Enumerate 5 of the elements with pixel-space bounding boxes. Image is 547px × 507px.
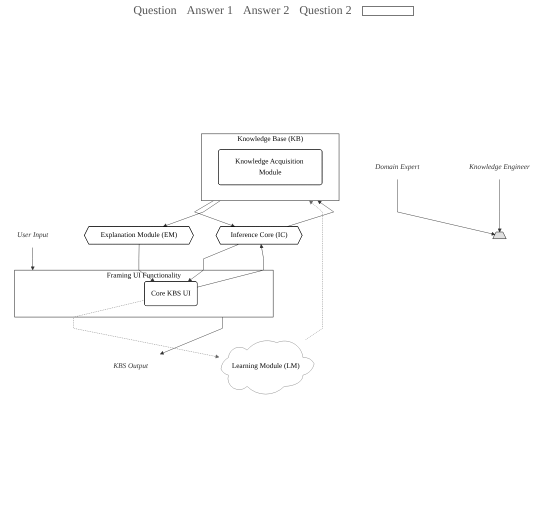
form-label: Answer 2 (243, 3, 290, 18)
form-label: Question (133, 3, 177, 18)
node-box (492, 232, 506, 239)
form-label: Answer 1 (186, 3, 233, 18)
form-label: Question 2 (299, 3, 352, 18)
